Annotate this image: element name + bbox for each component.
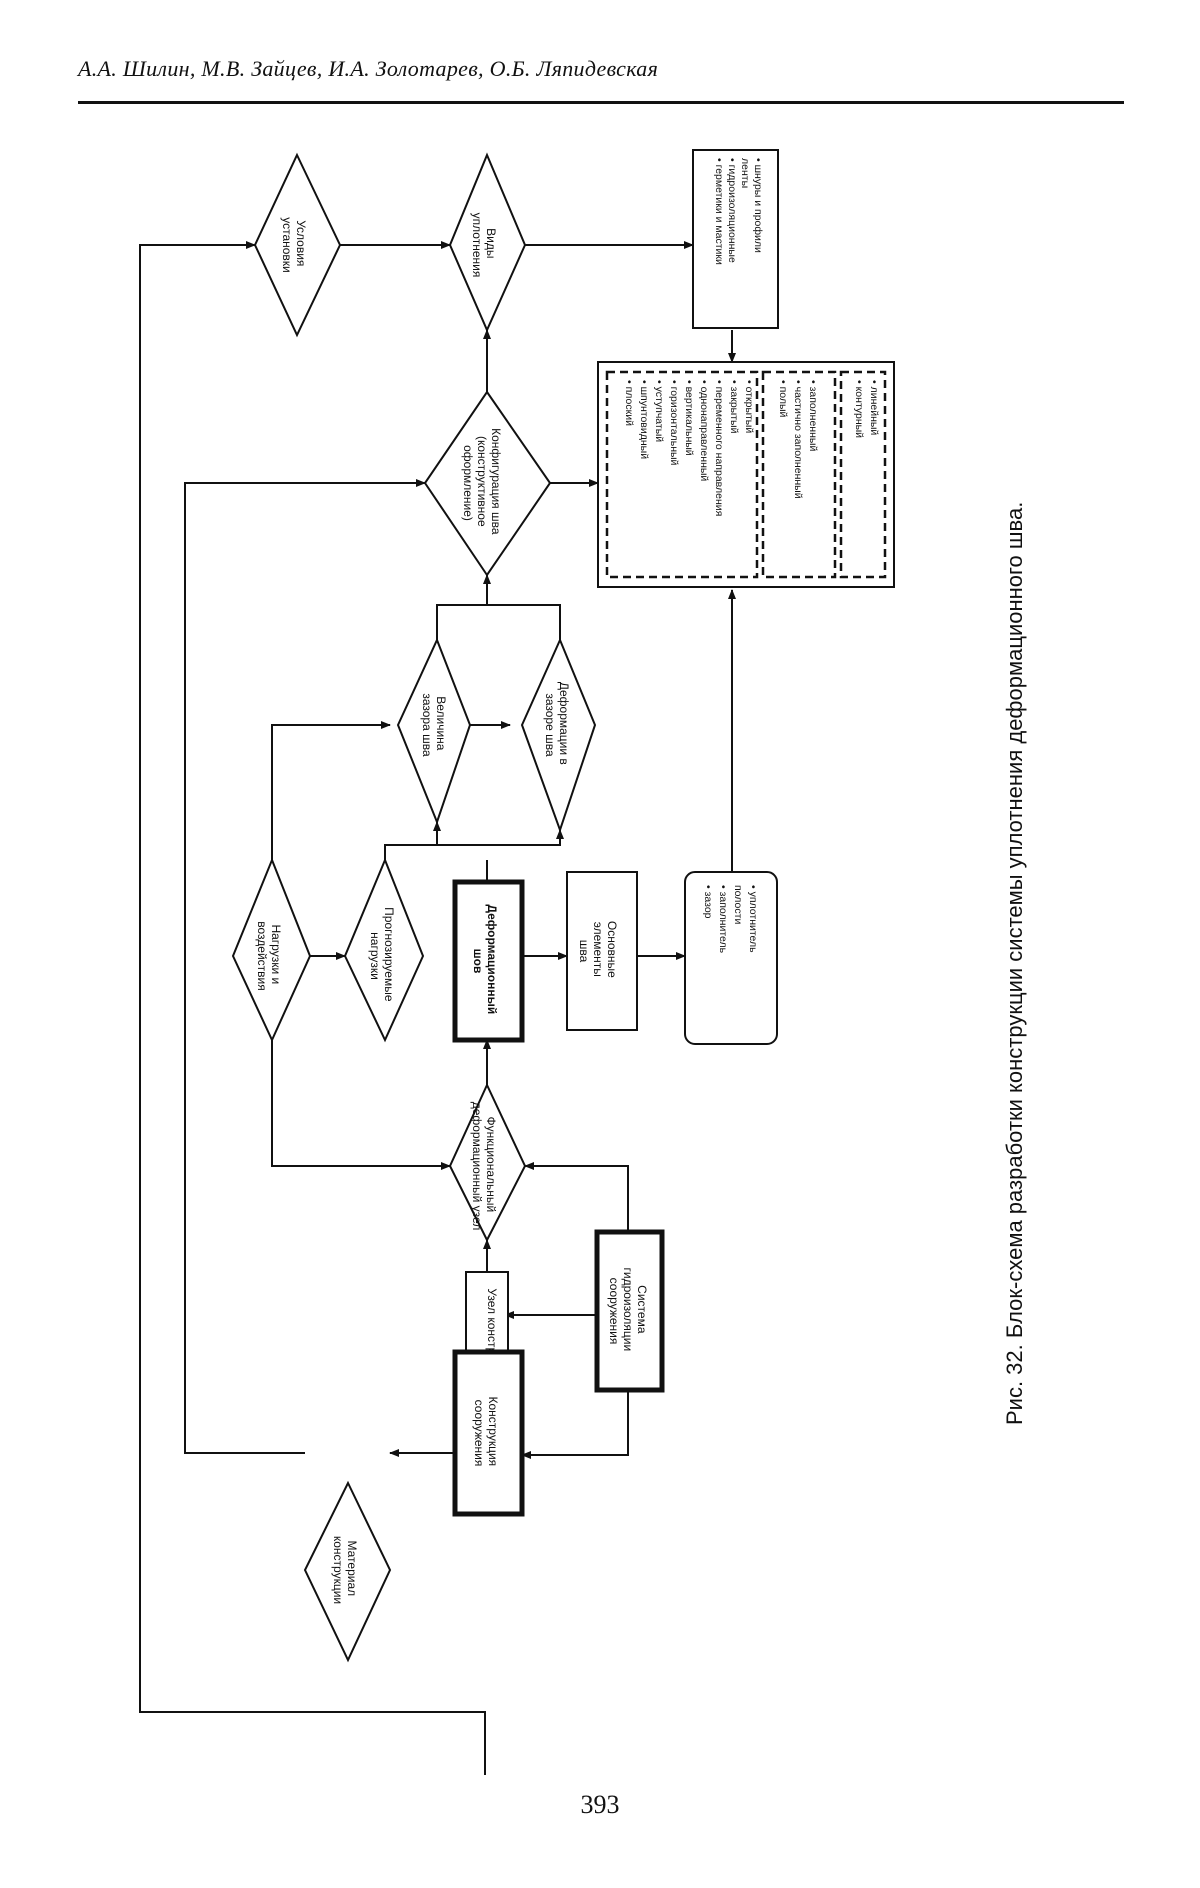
deform-shov-line2: шов <box>471 949 485 974</box>
konstrukciya-line1: Конструкция <box>486 1397 500 1467</box>
node-uplot-materials: • герметики и мастики • гидроизоляционны… <box>693 150 778 328</box>
cfg1-line5: • вертикальный <box>683 380 695 456</box>
node-material-konstrukcii: Материал конструкции <box>305 1483 390 1660</box>
funkc-line1: Функциональный <box>484 1116 498 1212</box>
cfg1-line3: • уступчатый <box>653 380 665 442</box>
svg-text:Условия установки: Условия установки <box>280 217 308 273</box>
node-prognoz-nagruzki: Прогнозируемые нагрузки <box>345 860 423 1040</box>
velichina-line1: Величина <box>434 696 448 751</box>
node-config-list: • плоский • шпунтовидный • уступчатый • … <box>598 362 894 587</box>
materials-line1: • герметики и мастики <box>713 158 725 265</box>
page-number: 393 <box>0 1790 1200 1820</box>
deformacii-line1: Деформации в <box>557 682 571 765</box>
usloviya-line1: Условия <box>294 220 308 266</box>
node-funkc-uzel: Функциональный деформационный узел <box>450 1085 525 1240</box>
osnovnye-line2: элементы <box>591 922 605 977</box>
konfig-line2: (конструктивное <box>475 436 489 527</box>
velichina-line2: зазора шва <box>420 693 434 757</box>
svg-text:Нагрузки и воздействия: Нагрузки и воздействия <box>255 921 283 990</box>
figure-caption: Рис. 32. Блок-схема разработки конструкц… <box>1002 502 1027 1425</box>
nagruzki-line2: воздействия <box>255 921 269 990</box>
svg-text:Деформации в зазоре шва: Деформации в зазоре шва <box>543 682 571 768</box>
cfg1-line7: • переменного направления <box>713 380 725 516</box>
svg-text:Материал конструкции: Материал конструкции <box>331 1536 359 1604</box>
sistema-line2: гидроизоляции <box>621 1267 635 1351</box>
loads-to-gap-line <box>272 725 390 860</box>
cfg1-line9: • открытый <box>743 380 755 433</box>
elem-line1: • зазор <box>702 885 714 919</box>
vidy-line1: Виды <box>484 228 498 258</box>
vidy-line2: уплотнения <box>470 213 484 278</box>
sistema-line3: сооружения <box>607 1278 621 1345</box>
hydro-to-functional-line <box>525 1166 628 1232</box>
prognoz-line2: нагрузки <box>368 932 382 980</box>
cfg1-line8: • закрытый <box>728 380 740 434</box>
cfg2-line3: • заполненный <box>807 380 819 451</box>
konfig-line3: оформление) <box>461 445 475 521</box>
node-vidy-uplotneniya: Виды уплотнения <box>450 155 525 330</box>
svg-text:Конструкция сооружения: Конструкция сооружения <box>472 1397 500 1470</box>
materials-line2: • гидроизоляционные <box>726 158 738 263</box>
cfg1-line1: • плоский <box>623 380 635 426</box>
node-konstrukciya-sooruzheniya: Конструкция сооружения <box>455 1352 522 1514</box>
node-osnovnye-elementy: Основные элементы шва <box>567 872 637 1030</box>
node-nagruzki: Нагрузки и воздействия <box>233 860 310 1040</box>
node-usloviya-ustanovki: Условия установки <box>255 155 340 335</box>
material-line2: конструкции <box>331 1536 345 1604</box>
forecast-to-deform-line <box>385 830 560 860</box>
hydro-to-construction-line <box>522 1390 628 1455</box>
cfg1-line2: • шпунтовидный <box>638 380 650 459</box>
deformacii-line2: зазоре шва <box>543 693 557 757</box>
material-line1: Материал <box>345 1541 359 1597</box>
gap-to-config-line <box>437 605 560 640</box>
cfg1-line6: • однонаправленный <box>698 380 710 481</box>
node-elementy-list: • зазор • заполнитель полости • уплотнит… <box>685 872 777 1044</box>
materials-line3: ленты <box>739 158 751 188</box>
node-velichina-zazora: Величина зазора шва <box>398 640 470 822</box>
svg-text:Величина зазора шва: Величина зазора шва <box>420 693 448 757</box>
sistema-line1: Система <box>635 1285 649 1334</box>
cfg1-line4: • горизонтальный <box>668 380 680 466</box>
cfg3-line2: • линейный <box>868 380 880 435</box>
osnovnye-line1: Основные <box>605 921 619 978</box>
usloviya-line2: установки <box>280 217 294 273</box>
svg-text:• герметики и мастики •: • герметики и мастики • гидроизоляционны… <box>713 158 764 268</box>
deform-shov-line1: Деформационный <box>485 904 499 1014</box>
elem-line4: • уплотнитель <box>747 885 759 953</box>
elem-line3: полости <box>732 885 744 924</box>
nagruzki-line1: Нагрузки и <box>269 924 283 984</box>
konfig-line1: Конфигурация шва <box>489 428 503 535</box>
svg-text:Функциональный деформаци: Функциональный деформационный узел <box>470 1102 498 1231</box>
node-konfig-shva: Конфигурация шва (конструктивное оформле… <box>425 392 550 575</box>
cfg2-line1: • полый <box>777 380 789 418</box>
cfg2-line2: • частично заполненный <box>792 380 804 499</box>
elem-line2: • заполнитель <box>717 885 729 954</box>
osnovnye-line3: шва <box>577 940 591 963</box>
cfg3-line1: • контурный <box>853 380 865 438</box>
node-deformacii-zazora: Деформации в зазоре шва <box>522 640 595 830</box>
prognoz-line1: Прогнозируемые <box>382 907 396 1002</box>
node-deform-shov: Деформационный шов <box>455 882 522 1040</box>
konstrukciya-line2: сооружения <box>472 1400 486 1467</box>
funkc-line2: деформационный узел <box>470 1102 484 1231</box>
materials-line4: • шнуры и профили <box>752 158 764 253</box>
loads-to-functional-line <box>272 1040 450 1166</box>
node-sistema-gidroizolyacii: Система гидроизоляции сооружения <box>597 1232 662 1390</box>
